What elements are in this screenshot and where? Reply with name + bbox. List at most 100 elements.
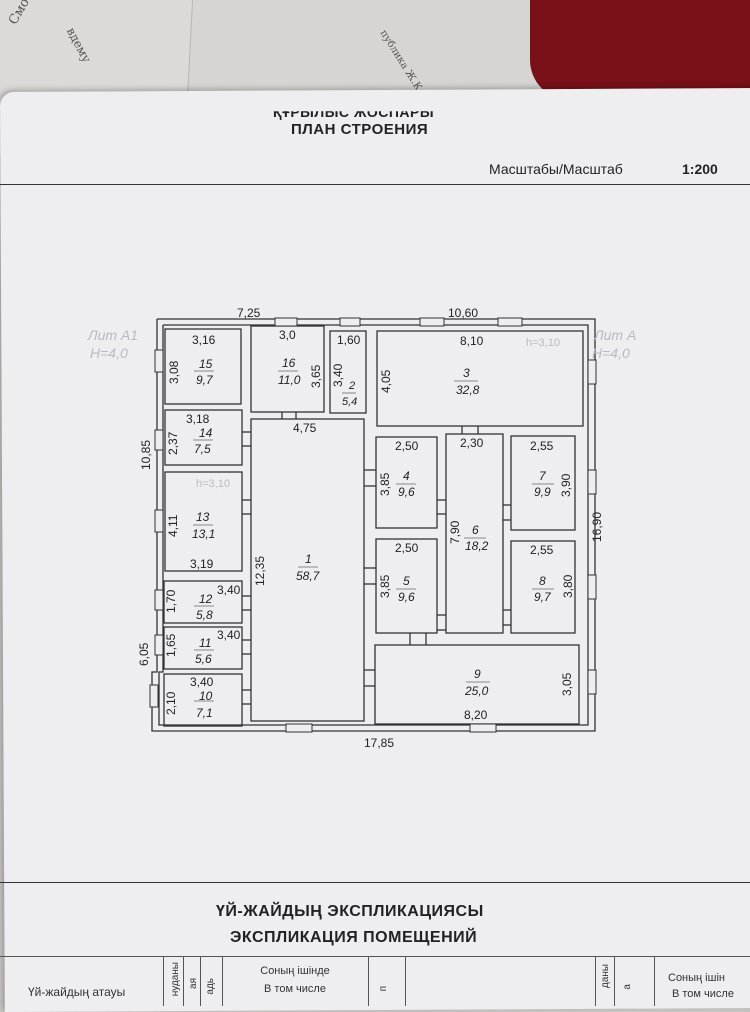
room-2-height: 3,40 (331, 363, 345, 387)
room-14-width: 3,18 (186, 412, 210, 426)
room-15-height: 3,08 (167, 360, 181, 384)
room-4-height: 3,85 (378, 472, 392, 496)
room-12-width: 3,40 (217, 583, 241, 597)
room-13-height: 4,11 (166, 514, 180, 537)
room-6-height: 7,90 (448, 520, 462, 544)
room-6-area: 18,2 (465, 539, 489, 553)
table-header-area-2: ая (188, 978, 199, 989)
room-9-height: 3,05 (560, 672, 574, 696)
scale-label: Масштабы/Масштаб (489, 161, 623, 177)
room-3-number: 3 (463, 366, 470, 380)
table-divider (614, 956, 615, 1006)
room-9-width: 8,20 (464, 708, 488, 722)
table-divider (405, 956, 406, 1006)
table-header-area-5: а (622, 984, 633, 990)
dim-top-left: 7,25 (237, 306, 261, 320)
room-2-width: 1,60 (337, 333, 361, 347)
explication-title-kz: ҮЙ-ЖАЙДЫҢ ЭКСПЛИКАЦИЯСЫ (216, 903, 484, 920)
lit-a1-name: Лит А1 (87, 327, 138, 343)
room-12-area: 5,8 (196, 608, 213, 622)
room-9-number: 9 (474, 667, 481, 681)
room-12-number: 12 (199, 592, 213, 606)
room-5-number: 5 (403, 574, 410, 588)
room-15-area: 9,7 (196, 373, 214, 387)
lit-a1-height: H=4,0 (90, 345, 128, 361)
room-3 (376, 330, 584, 427)
table-top-border (0, 956, 750, 957)
room-11-area: 5,6 (195, 652, 212, 666)
dim-corridor-long: 12,35 (253, 556, 267, 586)
title-ru: ПЛАН СТРОЕНИЯ (291, 121, 429, 138)
room-3-width: 8,10 (460, 334, 484, 348)
room-6-number: 6 (472, 523, 479, 537)
room-13-number: 13 (196, 510, 210, 524)
room-3-height: h=3,10 (526, 337, 560, 349)
dim-left-lower: 6,05 (137, 642, 151, 666)
room-1-width: 4,75 (293, 421, 317, 435)
room-9-area: 25,0 (464, 684, 489, 698)
table-header-area-4: даны (600, 964, 611, 989)
table-divider (654, 956, 655, 1006)
table-divider (368, 956, 369, 1006)
section-rule (0, 882, 750, 883)
room-7-height: 3,90 (559, 473, 573, 497)
room-2-area: 5,4 (342, 396, 357, 408)
room-2-number: 2 (348, 380, 355, 392)
lit-a-height: H=4,0 (592, 345, 630, 361)
dim-top-right: 10,60 (448, 306, 478, 320)
table-header-incl-ru: В том числе (264, 983, 326, 995)
room-11-width: 3,40 (217, 628, 241, 642)
table-header-incl-kz: Соның ішінде (260, 965, 330, 977)
room-14 (164, 409, 243, 466)
header-rule (0, 184, 750, 185)
room-15-number: 15 (199, 357, 213, 371)
dim-bottom: 17,85 (364, 736, 394, 750)
room-12-height: 1,70 (164, 589, 178, 613)
room-5-height: 3,85 (378, 574, 392, 598)
room-14-height: 2,37 (166, 431, 180, 455)
room-4-number: 4 (403, 469, 410, 483)
room-11-height: 1,65 (164, 633, 178, 657)
room-10 (163, 673, 243, 727)
room-10-area: 7,1 (196, 706, 213, 720)
table-divider (595, 956, 596, 1006)
outer-wall (151, 318, 596, 732)
room-1-area: 58,7 (296, 569, 321, 583)
room-4-area: 9,6 (398, 485, 415, 499)
room-16-area: 11,0 (278, 373, 301, 387)
room-11 (163, 626, 243, 670)
room-3-area: 32,8 (456, 383, 480, 397)
room-6-width: 2,30 (460, 436, 484, 450)
table-header-area-1: нуданы (170, 962, 181, 997)
room-7 (510, 435, 576, 531)
room-4 (375, 436, 438, 529)
room-16-width: 3,0 (279, 328, 296, 342)
table-header-incl-ru-2: В том числе (672, 988, 734, 1000)
table-divider (222, 956, 223, 1006)
room-13-width: 3,19 (190, 557, 214, 571)
room-7-width: 2,55 (530, 439, 554, 453)
table-header-p: п (378, 986, 389, 992)
room-5-area: 9,6 (398, 590, 415, 604)
room-8-width: 2,55 (530, 543, 554, 557)
room-7-area: 9,9 (534, 485, 551, 499)
room-8-height: 3,80 (561, 574, 575, 598)
room-10-number: 10 (199, 689, 213, 703)
room-5-width: 2,50 (395, 541, 419, 555)
room-2 (329, 330, 367, 414)
room-14-number: 14 (199, 426, 213, 440)
room-13-area: 13,1 (192, 527, 215, 541)
table-header-incl-kz-2: Соның ішін (668, 972, 725, 984)
room-4-width: 2,50 (395, 439, 419, 453)
room-5 (375, 538, 438, 634)
room-8-area: 9,7 (534, 590, 552, 604)
dim-right-overall: 16,90 (590, 512, 604, 542)
room-15-width: 3,16 (192, 333, 216, 347)
table-header-area-3: адь (205, 978, 216, 995)
room-12 (163, 580, 243, 624)
room-7-number: 7 (539, 469, 547, 483)
lit-a-name: Лит А (593, 327, 636, 343)
room-1 (250, 418, 365, 722)
room-8-number: 8 (539, 574, 546, 588)
